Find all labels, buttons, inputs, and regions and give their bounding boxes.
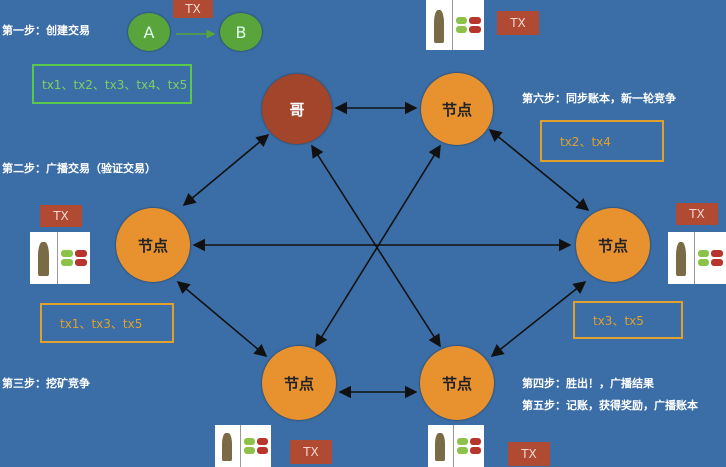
arrow-topright-bottomleft [315, 144, 441, 348]
miner-icon [30, 232, 90, 284]
node-right: 节点 [576, 208, 650, 282]
arrow-left-winner [182, 133, 270, 207]
receiver-b: B [220, 13, 262, 51]
step1-label: 第一步：创建交易 [2, 24, 90, 37]
tx-badge: TX [497, 11, 539, 35]
tx-pool-left: tx1、tx3、tx5 [40, 303, 174, 343]
tx-pool-top-right: tx2、tx4 [540, 120, 664, 162]
miner-icon [668, 232, 726, 284]
tx-badge: TX [173, 0, 213, 18]
node-bottom-left: 节点 [262, 346, 336, 420]
miner-icon [426, 0, 484, 50]
arrow-right-bottomright [490, 281, 587, 357]
tx-pool-all: tx1、tx2、tx3、tx4、tx5 [32, 64, 192, 104]
tx-pool-right: tx3、tx5 [573, 301, 683, 339]
arrow-left-bottomleft [176, 280, 268, 358]
arrow-topright-right [488, 128, 590, 212]
node-top-right: 节点 [421, 73, 493, 145]
step3-label: 第三步：挖矿竞争 [2, 377, 90, 390]
tx-badge: TX [290, 440, 332, 464]
step4-label: 第四步：胜出！，广播结果 [522, 377, 654, 390]
miner-icon [215, 425, 271, 467]
node-left: 节点 [116, 208, 190, 282]
step6-label: 第六步：同步账本，新一轮竞争 [522, 92, 676, 105]
node-bottom-right: 节点 [420, 346, 494, 420]
miner-icon [428, 425, 484, 467]
step5-label: 第五步：记账，获得奖励，广播账本 [522, 399, 698, 412]
tx-badge: TX [676, 203, 718, 225]
tx-badge: TX [508, 442, 550, 466]
step2-label: 第二步：广播交易（验证交易） [2, 162, 156, 175]
winner-node: 哥 [262, 74, 332, 144]
sender-a: A [128, 13, 170, 51]
tx-badge: TX [40, 205, 82, 227]
